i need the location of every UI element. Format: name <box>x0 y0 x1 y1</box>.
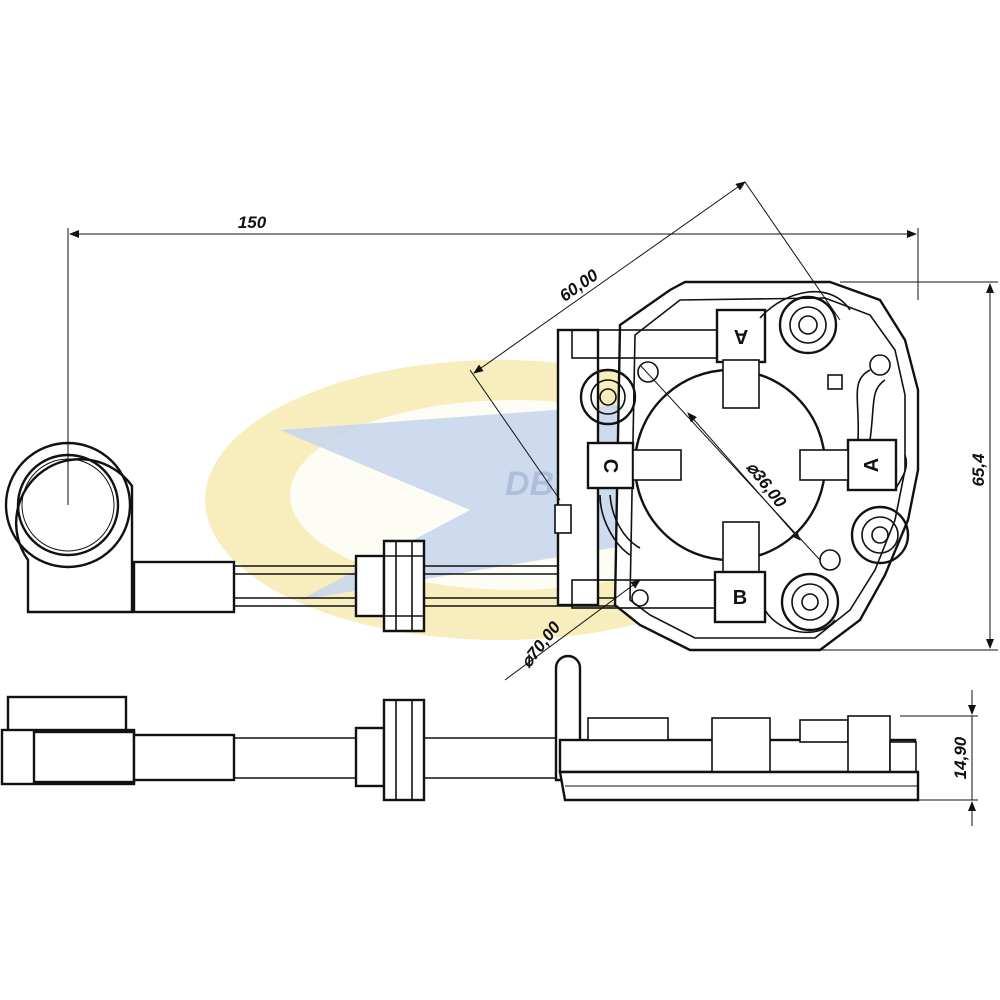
terminal-label-bottom: B <box>733 587 747 609</box>
ring-terminal <box>4 441 236 614</box>
brush-bottom-B: B <box>713 521 767 624</box>
cable <box>234 539 700 633</box>
spring-right <box>850 505 910 565</box>
dimension-65-4: 65,4 <box>820 281 998 651</box>
dim-text-65-4: 65,4 <box>969 453 988 487</box>
brush-wires <box>599 291 908 634</box>
brush-right-A: A <box>799 438 898 492</box>
brush-left-C: C <box>586 441 682 490</box>
dim-text-14-90: 14,90 <box>951 736 970 779</box>
spring-bottom <box>780 572 840 632</box>
dimension-14-90: 14,90 <box>900 690 978 826</box>
spring-top-right <box>778 295 838 355</box>
terminal-label-top: A <box>734 325 748 347</box>
dim-text-150: 150 <box>238 213 267 232</box>
brush-top-A: A <box>715 308 767 409</box>
side-view <box>0 654 920 802</box>
terminal-label-right: A <box>861 458 883 472</box>
dimension-60: 60,00 <box>469 181 841 501</box>
terminal-label-left: C <box>599 459 621 473</box>
